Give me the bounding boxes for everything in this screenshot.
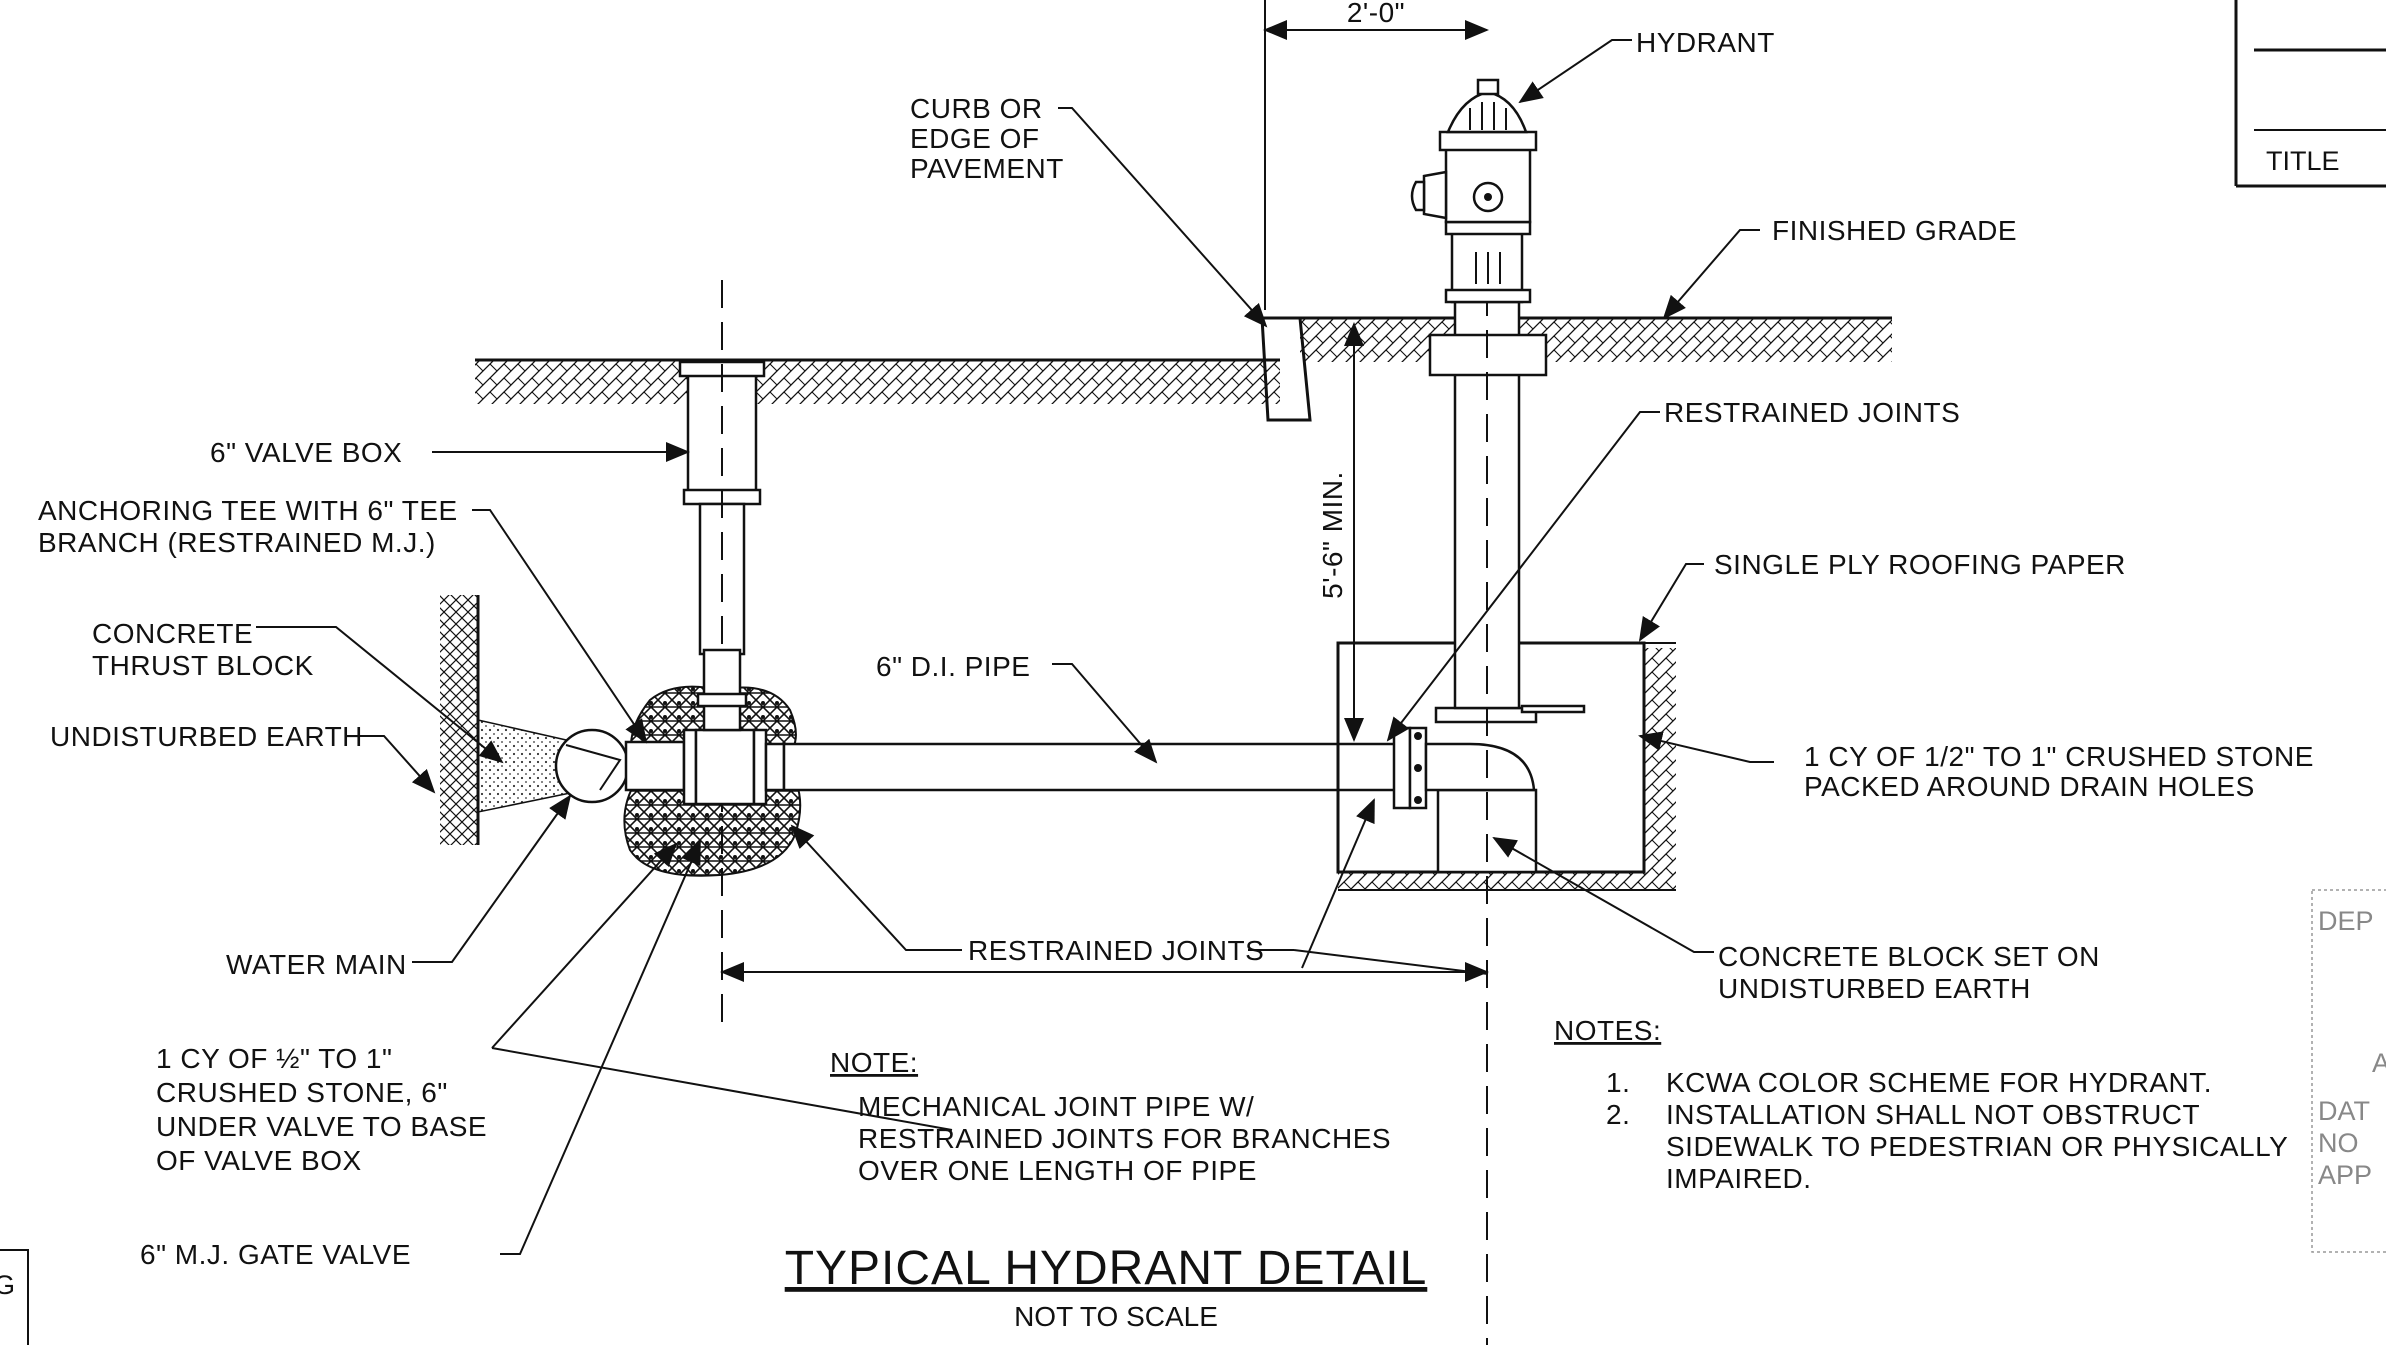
title-block-title-label: TITLE [2266,146,2340,176]
left-edge-box [0,1249,29,1345]
title-block-top [2234,0,2386,188]
label-restrained-joints-upper: RESTRAINED JOINTS [1664,397,1960,428]
stamp-line-2: A [2372,1048,2386,1078]
stamp-line-4: NO [2318,1128,2359,1158]
detail-subtitle: NOT TO SCALE [1014,1301,1218,1332]
label-crushed-stone-valve-3: UNDER VALVE TO BASE [156,1111,487,1142]
label-crushed-stone-hydrant-1: 1 CY OF 1/2" TO 1" CRUSHED STONE [1804,741,2314,772]
notes-item-2-num: 2. [1606,1099,1630,1130]
hydrant-barrel [1428,120,1586,1345]
label-gate-valve: 6" M.J. GATE VALVE [140,1239,411,1270]
label-crushed-stone-hydrant-2: PACKED AROUND DRAIN HOLES [1804,771,2255,802]
notes-item-1-line-1: KCWA COLOR SCHEME FOR HYDRANT. [1666,1067,2212,1098]
notes-heading: NOTES: [1554,1015,1661,1046]
drain-pit [1336,641,1676,891]
ground-right [1300,316,1892,362]
label-restrained-joints-lower: RESTRAINED JOINTS [968,935,1264,966]
notes-item-2-line-2: SIDEWALK TO PEDESTRIAN OR PHYSICALLY [1666,1131,2288,1162]
label-water-main: WATER MAIN [226,949,407,980]
ground-left [475,358,1280,404]
label-valve-box: 6" VALVE BOX [210,437,402,468]
stamp-line-1: DEP [2318,906,2374,936]
notes-item-1-num: 1. [1606,1067,1630,1098]
note-line-1: MECHANICAL JOINT PIPE W/ [858,1091,1254,1122]
hydrant-head [1410,78,1538,304]
valve-box [678,280,766,1030]
dim-depth-text: 5'-6" MIN. [1317,471,1348,599]
label-di-pipe: 6" D.I. PIPE [876,651,1030,682]
label-crushed-stone-valve-1: 1 CY OF ½" TO 1" [156,1043,392,1074]
leaders [256,39,1774,1255]
label-thrust-block-2: THRUST BLOCK [92,650,314,681]
detail-title: TYPICAL HYDRANT DETAIL [785,1242,1428,1295]
stamp-line-3: DAT [2318,1096,2370,1126]
notes-item-2-line-3: IMPAIRED. [1666,1163,1812,1194]
label-anchoring-tee-1: ANCHORING TEE WITH 6" TEE [38,495,458,526]
undisturbed-earth-wall [440,595,478,845]
approval-stamp [2311,889,2386,1253]
notes-item-2-line-1: INSTALLATION SHALL NOT OBSTRUCT [1666,1099,2200,1130]
water-main [554,728,630,804]
note-heading: NOTE: [830,1047,918,1078]
dim-hydrant-offset [1263,0,1489,310]
stamp-line-5: APP [2318,1160,2372,1190]
label-crushed-stone-valve-2: CRUSHED STONE, 6" [156,1077,448,1108]
label-crushed-stone-valve-4: OF VALVE BOX [156,1145,362,1176]
label-anchoring-tee-2: BRANCH (RESTRAINED M.J.) [38,527,436,558]
anchoring-tee [624,728,698,806]
label-curb-2: EDGE OF [910,123,1040,154]
label-finished-grade: FINISHED GRADE [1772,215,2017,246]
di-pipe [782,726,1428,810]
label-single-ply: SINGLE PLY ROOFING PAPER [1714,549,2126,580]
note-line-3: OVER ONE LENGTH OF PIPE [858,1155,1257,1186]
label-concrete-block-1: CONCRETE BLOCK SET ON [1718,941,2100,972]
hydrant-shoe [1424,742,1536,792]
label-concrete-block-2: UNDISTURBED EARTH [1718,973,2031,1004]
left-edge-fragment: G [0,1270,15,1300]
label-hydrant: HYDRANT [1636,27,1775,58]
label-curb-1: CURB OR [910,93,1043,124]
label-thrust-block-1: CONCRETE [92,618,253,649]
gate-valve [694,648,786,806]
label-undisturbed-earth: UNDISTURBED EARTH [50,721,363,752]
note-line-2: RESTRAINED JOINTS FOR BRANCHES [858,1123,1391,1154]
dim-offset-text: 2'-0" [1347,0,1405,28]
label-curb-3: PAVEMENT [910,153,1064,184]
curb [1260,316,1312,422]
